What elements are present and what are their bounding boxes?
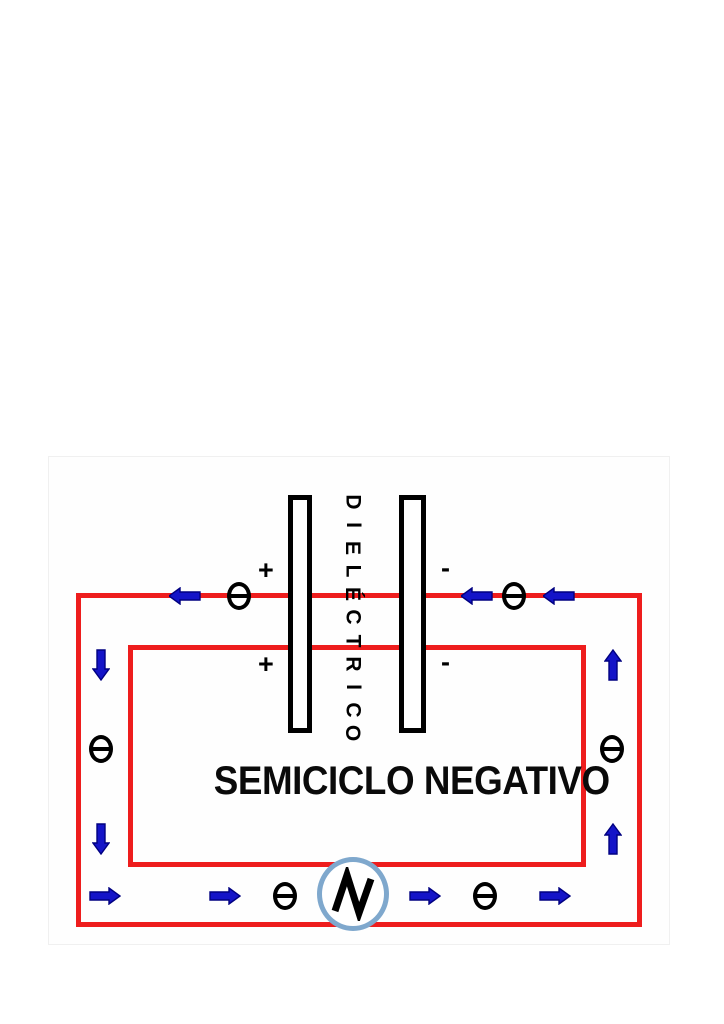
dielectric-char: D bbox=[341, 494, 365, 509]
wire-stub-top-left bbox=[254, 593, 314, 598]
electron-symbol-right-side bbox=[600, 735, 624, 763]
dielectric-char: E bbox=[341, 541, 365, 555]
electron-symbol-bottom-right bbox=[473, 882, 497, 910]
dielectric-char: I bbox=[341, 522, 365, 528]
ac-voltage-source bbox=[317, 857, 389, 931]
capacitor-plate-right bbox=[399, 495, 426, 733]
current-arrow-top-right-inner bbox=[461, 587, 493, 605]
current-arrow-bottom-left bbox=[209, 887, 241, 905]
electron-symbol-top-left bbox=[227, 582, 251, 610]
electron-bar-icon bbox=[602, 747, 622, 751]
current-arrow-bottom-far-left bbox=[89, 887, 121, 905]
electron-symbol-top-right bbox=[502, 582, 526, 610]
circuit-diagram: D I E L É C T R I C O + + - - bbox=[49, 457, 671, 946]
capacitor-plate-left bbox=[288, 495, 312, 733]
electron-symbol-bottom-left bbox=[273, 882, 297, 910]
electron-bar-icon bbox=[229, 594, 249, 598]
electron-bar-icon bbox=[504, 594, 524, 598]
inner-circuit-loop bbox=[128, 645, 586, 867]
polarity-minus-bottom: - bbox=[441, 647, 450, 677]
current-arrow-left-lower bbox=[92, 823, 110, 855]
polarity-minus-top: - bbox=[441, 553, 450, 583]
electron-bar-icon bbox=[91, 747, 111, 751]
figure-panel: D I E L É C T R I C O + + - - bbox=[48, 456, 670, 945]
current-arrow-top-left bbox=[169, 587, 201, 605]
current-arrow-right-upper bbox=[604, 649, 622, 681]
dielectric-char: L bbox=[341, 564, 365, 577]
semicycle-title: SEMICICLO NEGATIVO bbox=[213, 759, 610, 803]
electron-bar-icon bbox=[275, 894, 295, 898]
current-arrow-left-upper bbox=[92, 649, 110, 681]
current-arrow-bottom-far-right bbox=[539, 887, 571, 905]
electron-symbol-left-side bbox=[89, 735, 113, 763]
current-arrow-right-lower bbox=[604, 823, 622, 855]
current-arrow-top-right-outer bbox=[543, 587, 575, 605]
wire-stub-top-right bbox=[419, 593, 479, 598]
wire-stub-mid-left bbox=[254, 645, 314, 650]
sine-wave-icon bbox=[331, 867, 375, 921]
polarity-plus-bottom: + bbox=[258, 649, 274, 679]
electron-bar-icon bbox=[475, 894, 495, 898]
current-arrow-bottom-right bbox=[409, 887, 441, 905]
polarity-plus-top: + bbox=[258, 555, 274, 585]
wire-stub-mid-right bbox=[419, 645, 479, 650]
